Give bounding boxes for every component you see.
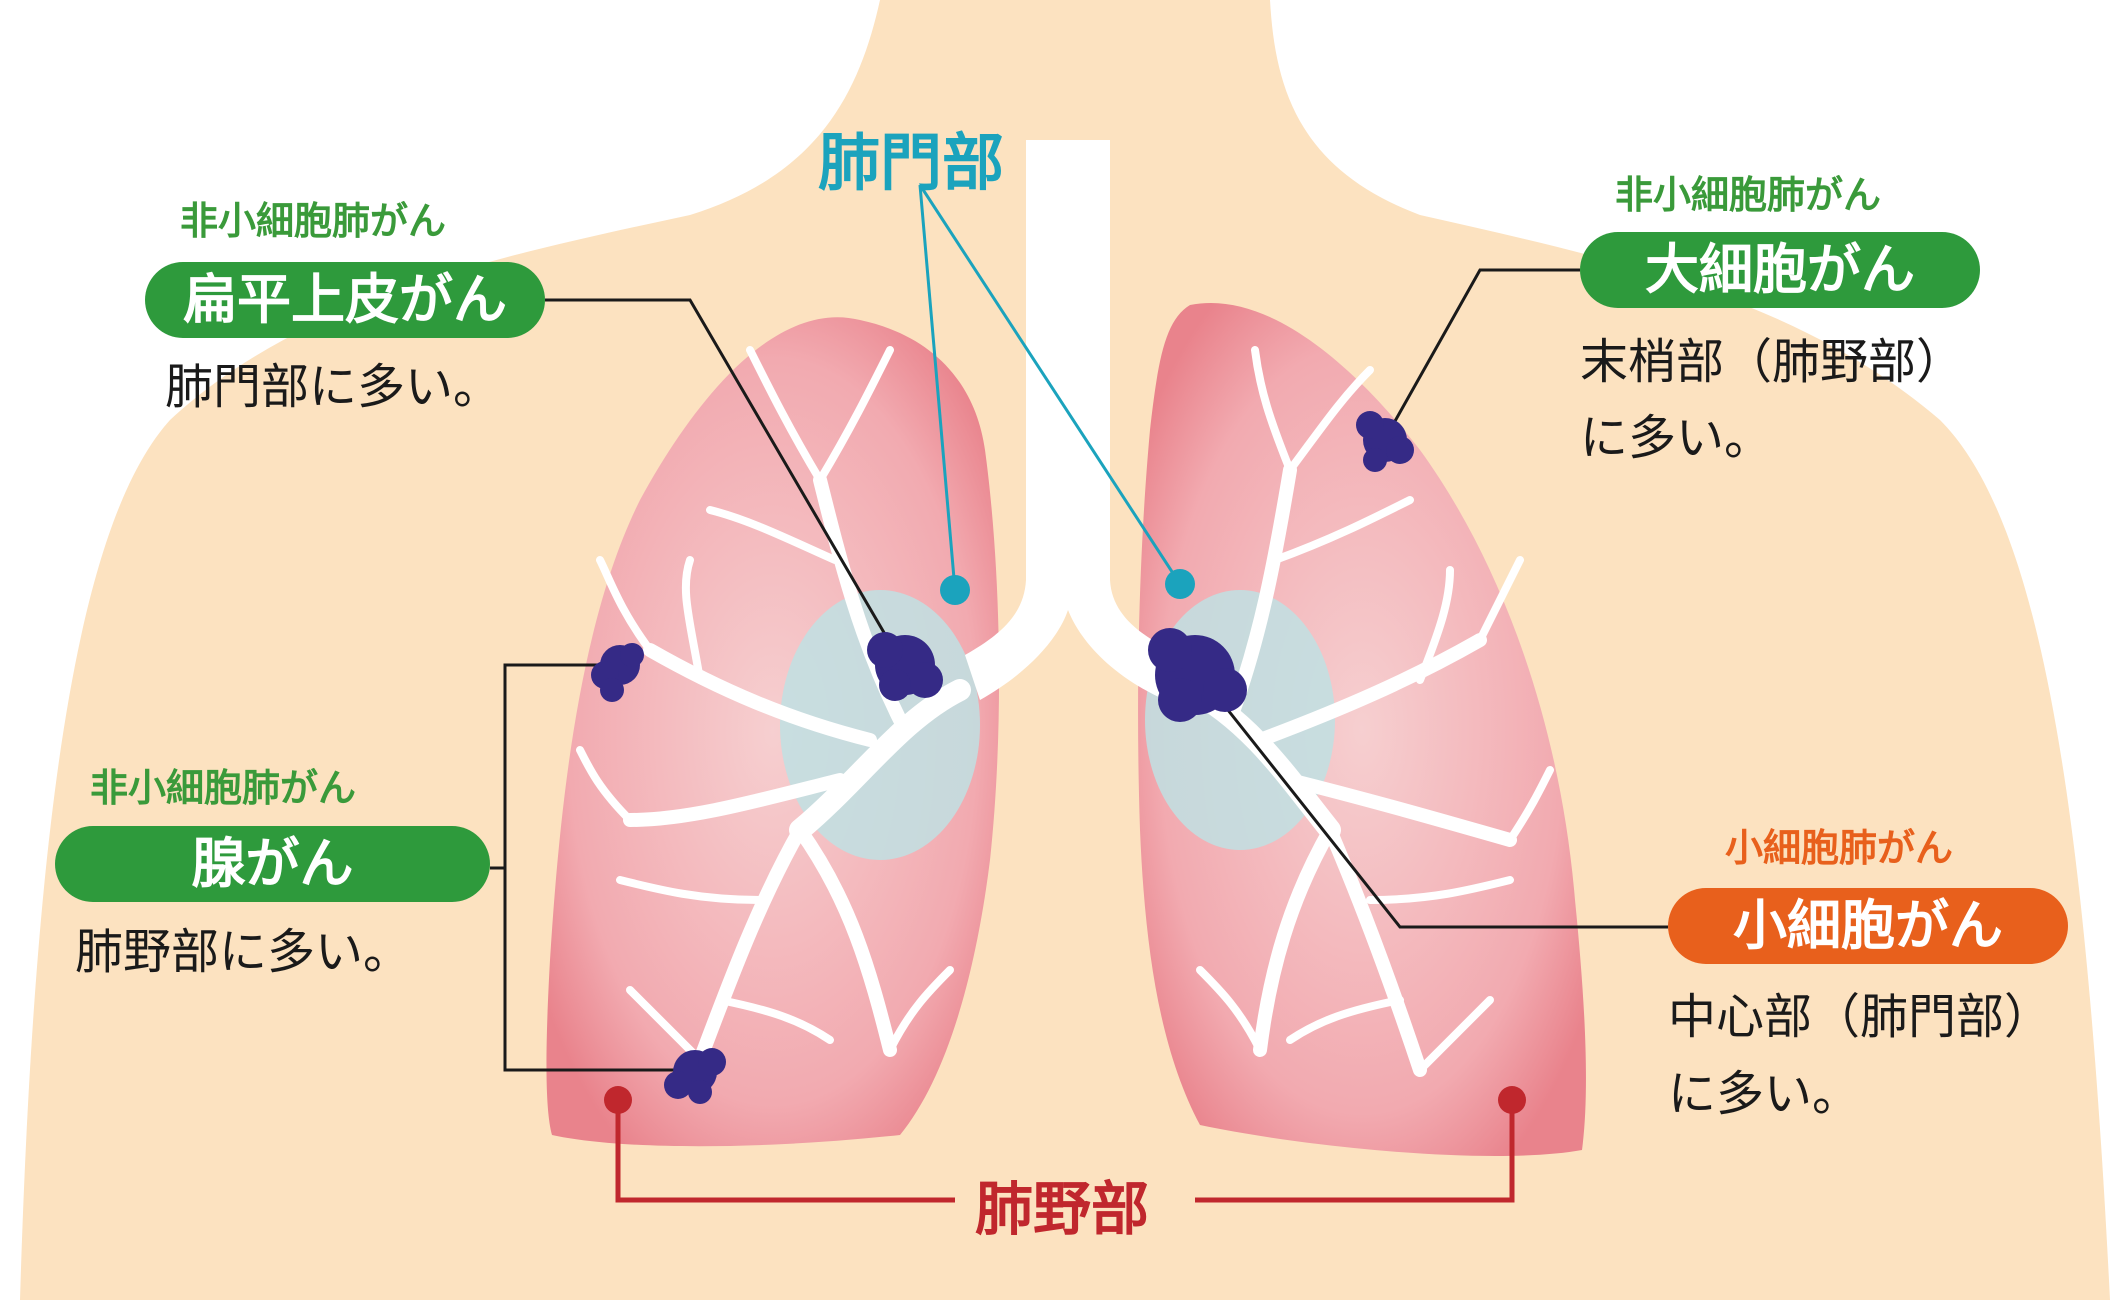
squamous-desc: 肺門部に多い。	[165, 359, 502, 415]
adeno-desc: 肺野部に多い。	[75, 924, 412, 980]
tumor-icon	[1356, 411, 1414, 472]
squamous-pill: 扁平上皮がん	[145, 262, 545, 338]
leader-lines	[490, 268, 1668, 1072]
squamous-category: 非小細胞肺がん	[180, 199, 447, 243]
adeno-category: 非小細胞肺がん	[90, 766, 357, 810]
hilum-leader-lines	[918, 184, 1182, 591]
hilum-dot-icon	[1165, 569, 1195, 599]
hilum-title: 肺門部	[818, 126, 1005, 199]
large-cell-pill: 大細胞がん	[1580, 232, 1980, 308]
large-cell-category: 非小細胞肺がん	[1615, 173, 1882, 217]
right-lung	[546, 317, 1000, 1147]
tumor-icon	[664, 1048, 726, 1104]
tumor-icon	[591, 643, 644, 702]
lung-field-title: 肺野部	[975, 1175, 1150, 1243]
hilum-dot-icon	[940, 575, 970, 605]
small-cell-category: 小細胞肺がん	[1725, 826, 1954, 870]
bronchial-tree	[576, 346, 1554, 1077]
torso	[20, 0, 2110, 1300]
large-cell-desc-line-2: に多い。	[1580, 410, 1773, 466]
adeno-pill: 腺がん	[55, 826, 490, 902]
tumor-icon	[1148, 628, 1247, 722]
lung-field-bracket	[615, 1100, 1515, 1203]
small-cell-pill: 小細胞がん	[1668, 888, 2068, 964]
lung-field-dot-icon	[1498, 1086, 1526, 1114]
small-cell-desc-line-2: に多い。	[1668, 1066, 1861, 1122]
left-lung	[1138, 302, 1586, 1156]
large-cell-desc-line-1: 末梢部（肺野部）	[1580, 334, 1965, 390]
lung-field-dot-icon	[604, 1086, 632, 1114]
small-cell-desc-line-1: 中心部（肺門部）	[1668, 989, 2053, 1045]
tumor-icon	[867, 632, 943, 701]
